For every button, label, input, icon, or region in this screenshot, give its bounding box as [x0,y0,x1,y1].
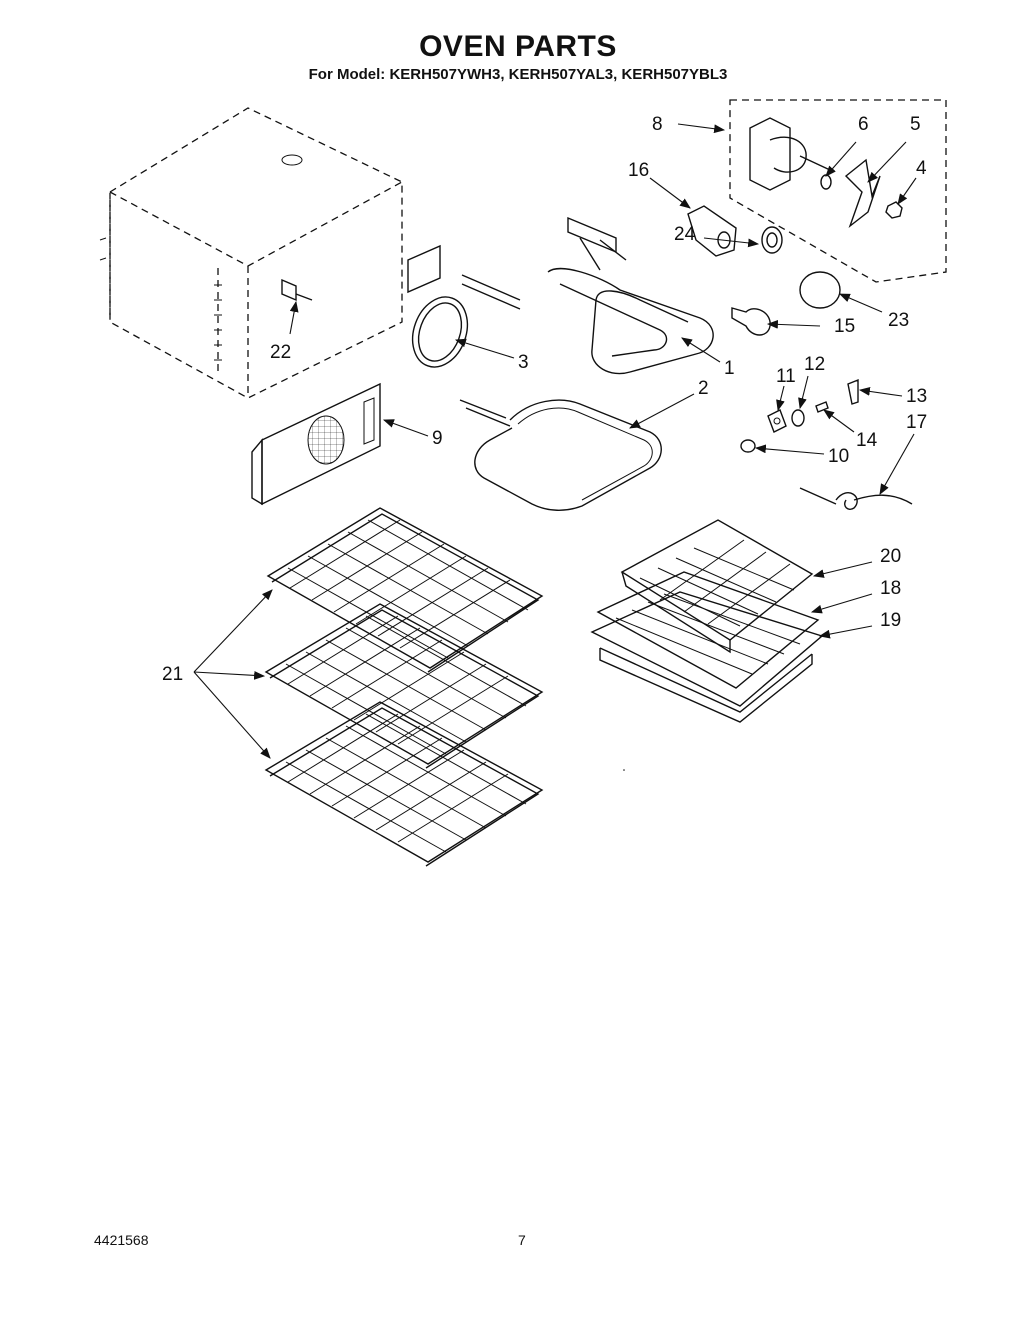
part-21-oven-rack-middle [264,603,544,769]
callout-17: 17 [906,412,927,433]
part-6-washer [820,174,832,190]
part-20-broiler-insert [620,519,814,654]
stray-mark [623,769,625,771]
part-1-bake-element [461,216,714,375]
part-8-fan-motor [749,117,831,191]
callout-8: 8 [652,114,663,135]
part-22-clip [281,278,313,302]
part-12-washer [791,409,805,427]
document-number: 4421568 [94,1232,149,1248]
callout-9: 9 [432,428,443,449]
part-19-broiler-pan [590,591,824,723]
callout-13: 13 [906,386,927,407]
model-subtitle: For Model: KERH507YWH3, KERH507YAL3, KER… [308,66,728,83]
part-21-oven-rack-bottom [264,701,544,867]
part-23-lens [799,271,841,309]
part-14-pin [815,401,829,413]
part-17-sensor [799,487,913,510]
part-2-broil-element [459,399,662,511]
part-4-nut [885,201,903,219]
callout-19: 19 [880,610,901,631]
callout-21: 21 [162,664,183,685]
part-24-lens-gasket [761,226,783,254]
part-10-nut [740,439,756,453]
part-5-fan-blade [844,158,881,229]
callout-10: 10 [828,446,849,467]
part-15-bulb [731,307,771,336]
callout-14: 14 [856,430,878,451]
callout-18: 18 [880,578,901,599]
callout-2: 2 [698,378,709,399]
fan-assembly-group [729,99,947,283]
callout-23: 23 [888,310,909,331]
part-13-clip [847,378,859,405]
part-11-bracket [767,409,787,433]
callout-20: 20 [880,546,901,567]
page-number: 7 [518,1232,526,1248]
callout-11: 11 [776,366,796,387]
part-21-oven-rack-top [266,507,544,673]
callout-1: 1 [724,358,735,379]
oven-cavity-outline [99,107,403,399]
page-title: OVEN PARTS [419,30,617,63]
callout-5: 5 [910,114,921,135]
leader-lines [193,123,917,759]
part-16-light-socket [687,205,737,257]
part-9-baffle [251,382,381,506]
callout-4: 4 [916,158,927,179]
callout-12: 12 [804,354,825,375]
callout-16: 16 [628,160,649,181]
part-3-fan-ring [407,244,469,368]
callout-6: 6 [858,114,869,135]
callout-24: 24 [674,224,696,245]
callout-15: 15 [834,316,855,337]
callout-22: 22 [270,342,291,363]
callout-3: 3 [518,352,529,373]
